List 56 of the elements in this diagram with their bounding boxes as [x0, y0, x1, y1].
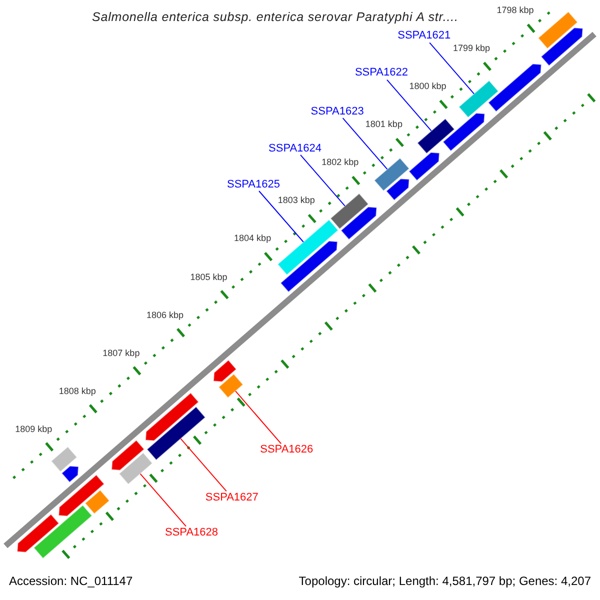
gene-pentagon — [111, 440, 145, 471]
leader-line — [386, 79, 432, 132]
gene-pentagon — [61, 465, 80, 483]
tick-label: 1803 kbp — [278, 195, 315, 206]
gene-label: SSPA1626 — [260, 444, 314, 456]
gene-bar — [277, 219, 339, 276]
leader-line — [140, 473, 186, 527]
tick-label: 1798 kbp — [496, 5, 534, 16]
gene-bar — [330, 192, 370, 230]
leader-line — [342, 118, 388, 170]
gene-bar — [538, 11, 578, 50]
gene-bar — [218, 373, 244, 398]
tick-label: 1799 kbp — [453, 43, 490, 54]
tick-label: 1808 kbp — [58, 385, 96, 396]
leader-line — [429, 42, 474, 94]
tick-label: 1802 kbp — [322, 157, 359, 168]
gene-pentagon — [16, 514, 60, 553]
gene-label: SSPA1621 — [398, 30, 451, 43]
gene-bar — [416, 118, 456, 154]
gene-label: SSPA1624 — [268, 142, 322, 155]
gene-label: SSPA1627 — [205, 491, 258, 504]
gene-pentagon — [386, 178, 410, 201]
gene-pentagon — [144, 392, 200, 442]
gene-bar — [50, 446, 78, 472]
leader-line — [258, 190, 304, 242]
tick-label: 1804 kbp — [234, 233, 272, 244]
gene-pentagon — [488, 63, 542, 112]
gene-label: SSPA1622 — [354, 67, 408, 80]
tick-label: 1806 kbp — [146, 309, 184, 320]
gene-bar — [33, 504, 93, 560]
gene-bar — [84, 489, 110, 514]
gene-label: SSPA1625 — [227, 178, 280, 191]
gene-pentagon — [280, 240, 338, 293]
leader-line — [180, 438, 227, 492]
gene-pentagon — [408, 152, 440, 182]
genome-info-text: Topology: circular; Length: 4,581,797 bp; Genes: 4,207 — [298, 575, 591, 589]
gene-bar — [458, 80, 499, 118]
gene-pentagon — [58, 474, 105, 517]
gene-label: SSPA1623 — [310, 106, 364, 118]
leader-line — [300, 154, 346, 206]
gene-pentagon — [212, 359, 237, 382]
tick-label: 1801 kbp — [365, 119, 402, 130]
gene-pentagon — [540, 27, 584, 66]
title: Salmonella enterica subsp. enterica serovar Paratyphi A str.... — [92, 10, 458, 24]
accession-text: Accession: NC_011147 — [9, 575, 133, 589]
gene-label: SSPA1628 — [165, 526, 218, 539]
tick-label: 1805 kbp — [190, 271, 228, 282]
tick-label: 1800 kbp — [409, 81, 446, 92]
leader-line — [235, 390, 282, 444]
gene-bar — [146, 406, 206, 461]
gene-pentagon — [340, 206, 378, 240]
gene-bar — [374, 157, 410, 192]
gene-bar — [118, 452, 154, 485]
tick-label: 1809 kbp — [15, 424, 52, 434]
gene-pentagon — [442, 112, 486, 152]
tick-label: 1807 kbp — [102, 347, 140, 358]
